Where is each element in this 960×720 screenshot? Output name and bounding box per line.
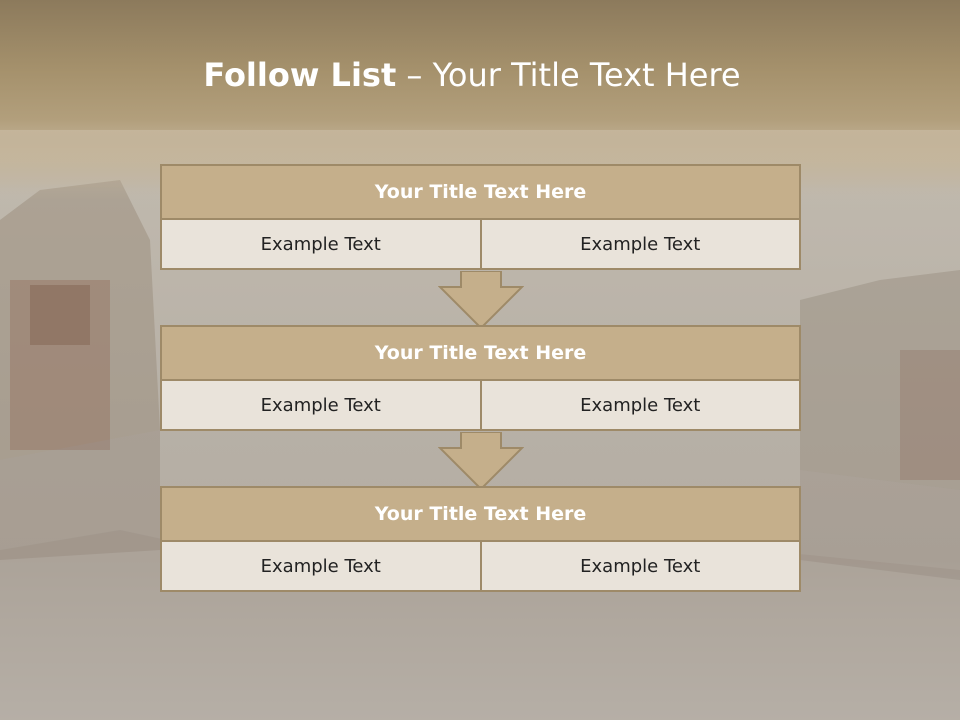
- list-block-1: Your Title Text Here Example Text Exampl…: [160, 164, 801, 270]
- block-cell-right: Example Text: [481, 381, 801, 431]
- arrow-down-icon: [438, 432, 524, 490]
- list-block-2: Your Title Text Here Example Text Exampl…: [160, 325, 801, 431]
- block-cell-left: Example Text: [160, 542, 482, 592]
- block-row: Example Text Example Text: [160, 542, 801, 592]
- slide-title-rest: – Your Title Text Here: [396, 56, 741, 94]
- block-cell-right: Example Text: [481, 220, 801, 270]
- block-cell-left: Example Text: [160, 381, 482, 431]
- block-row: Example Text Example Text: [160, 381, 801, 431]
- slide-title-bold: Follow List: [203, 56, 397, 94]
- block-row: Example Text Example Text: [160, 220, 801, 270]
- arrow-down-icon: [438, 271, 524, 329]
- block-cell-right: Example Text: [481, 542, 801, 592]
- block-title: Your Title Text Here: [160, 164, 801, 220]
- block-title: Your Title Text Here: [160, 325, 801, 381]
- block-cell-left: Example Text: [160, 220, 482, 270]
- slide-title: Follow List – Your Title Text Here: [0, 56, 944, 94]
- block-title: Your Title Text Here: [160, 486, 801, 542]
- list-block-3: Your Title Text Here Example Text Exampl…: [160, 486, 801, 592]
